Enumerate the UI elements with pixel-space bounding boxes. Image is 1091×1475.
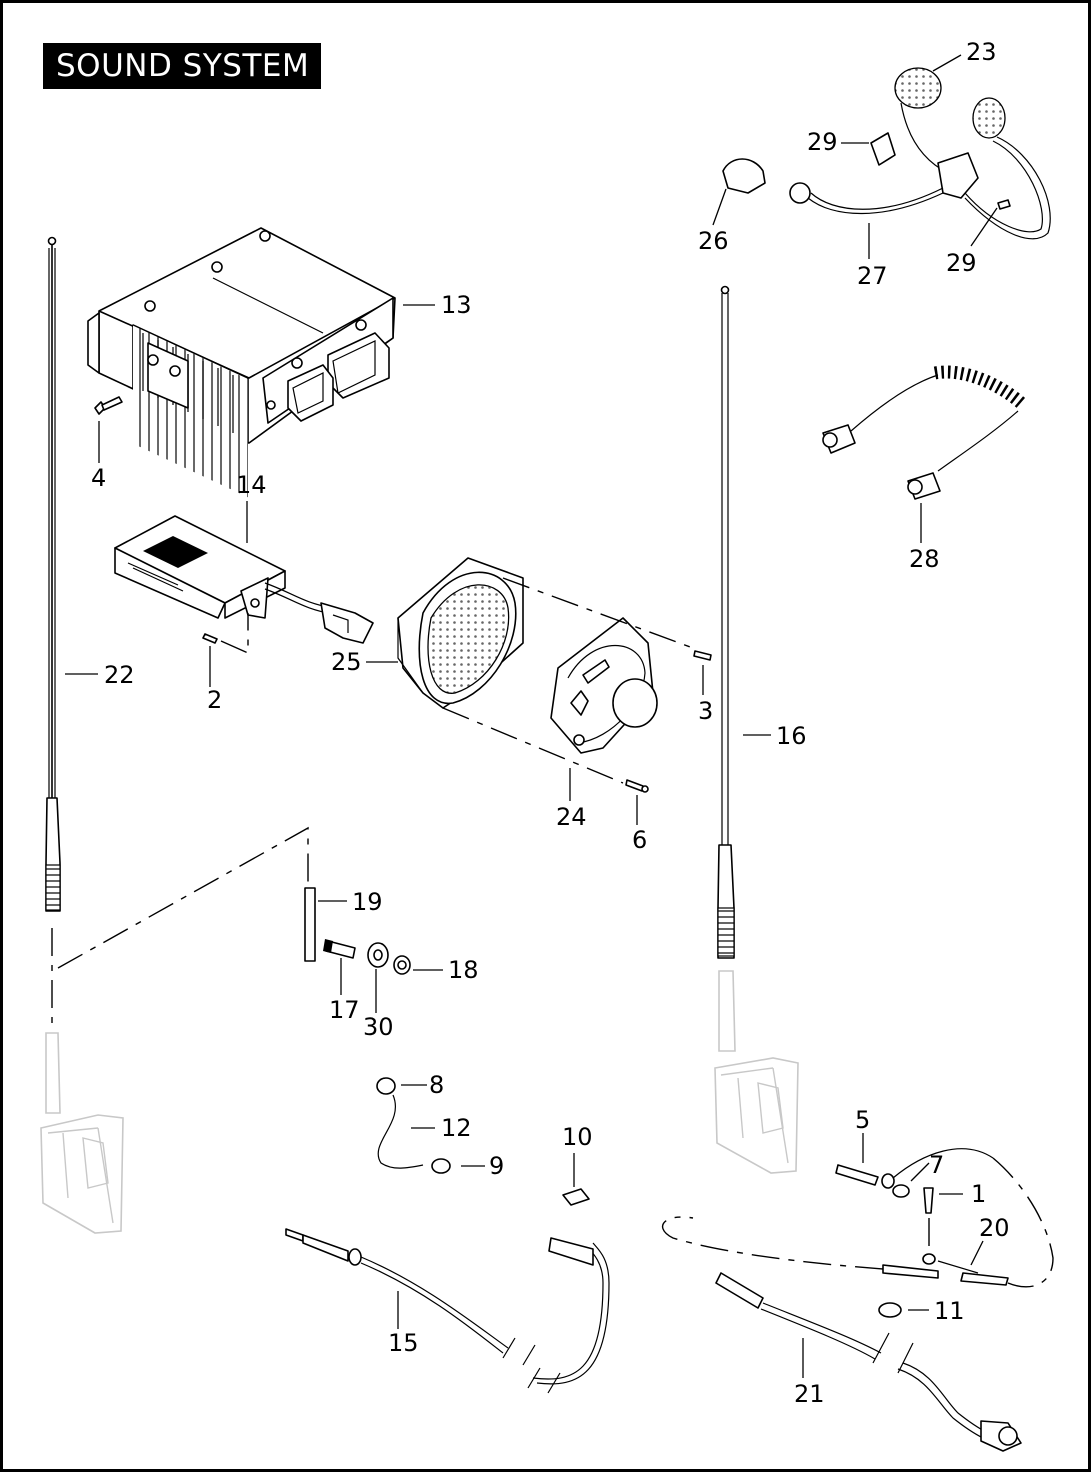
clip-item-10 xyxy=(562,1188,590,1206)
callout-17: 17 xyxy=(329,996,360,1024)
callout-15: 15 xyxy=(388,1329,419,1357)
callout-25: 25 xyxy=(331,648,362,676)
callout-24: 24 xyxy=(556,803,587,831)
antenna-cable-20-21 xyxy=(661,1148,1054,1452)
callout-2: 2 xyxy=(207,686,222,714)
screw-item-4 xyxy=(94,396,123,415)
radio-unit xyxy=(87,227,396,498)
callout-18: 18 xyxy=(448,956,479,984)
callout-3: 3 xyxy=(698,697,713,725)
speaker-dashed-guides xyxy=(442,577,694,784)
antenna-mast-right xyxy=(717,285,735,959)
ground-strap xyxy=(376,1077,451,1174)
exploded-parts-diagram: 13 4 14 2 25 3 22 16 24 6 19 17 30 18 8 … xyxy=(40,38,1054,1452)
callout-9: 9 xyxy=(489,1152,504,1180)
antenna-base-ghost-right xyxy=(714,970,799,1174)
callout-12: 12 xyxy=(441,1114,472,1142)
callout-23: 23 xyxy=(966,38,997,66)
callout-7: 7 xyxy=(929,1151,944,1179)
callout-13: 13 xyxy=(441,291,472,319)
callout-20: 20 xyxy=(979,1214,1010,1242)
antenna-dashed-connector-left xyxy=(51,826,309,1028)
callout-22: 22 xyxy=(104,661,135,689)
callout-4: 4 xyxy=(91,464,106,492)
page-title: SOUND SYSTEM xyxy=(43,43,321,89)
screw-item-3 xyxy=(693,650,712,661)
antenna-cable-15 xyxy=(285,1228,610,1394)
screw-item-6 xyxy=(625,779,649,793)
callout-1: 1 xyxy=(971,1180,986,1208)
antenna-hardware xyxy=(304,887,411,975)
callout-11: 11 xyxy=(934,1297,965,1325)
callout-21: 21 xyxy=(794,1380,825,1408)
callout-19: 19 xyxy=(352,888,383,916)
antenna-mast-left xyxy=(45,236,61,912)
antenna-base-ghost-left xyxy=(40,1032,124,1234)
callout-29-upper: 29 xyxy=(807,128,838,156)
callout-14: 14 xyxy=(236,471,267,499)
headset-assembly xyxy=(722,67,1051,240)
callout-16: 16 xyxy=(776,722,807,750)
callout-6: 6 xyxy=(632,826,647,854)
speaker-housing xyxy=(397,557,524,709)
callout-labels: 13 4 14 2 25 3 22 16 24 6 19 17 30 18 8 … xyxy=(91,38,1010,1408)
amplifier-module xyxy=(114,515,374,644)
callout-10: 10 xyxy=(562,1123,593,1151)
coil-cord-28 xyxy=(822,365,1026,500)
leader-lines xyxy=(65,54,998,1378)
callout-30: 30 xyxy=(363,1013,394,1041)
callout-8: 8 xyxy=(429,1071,444,1099)
callout-27: 27 xyxy=(857,262,888,290)
speaker-bracket xyxy=(550,617,658,754)
callout-29-lower: 29 xyxy=(946,249,977,277)
callout-28: 28 xyxy=(909,545,940,573)
screw-item-2 xyxy=(202,613,249,655)
callout-26: 26 xyxy=(698,227,729,255)
callout-5: 5 xyxy=(855,1106,870,1134)
